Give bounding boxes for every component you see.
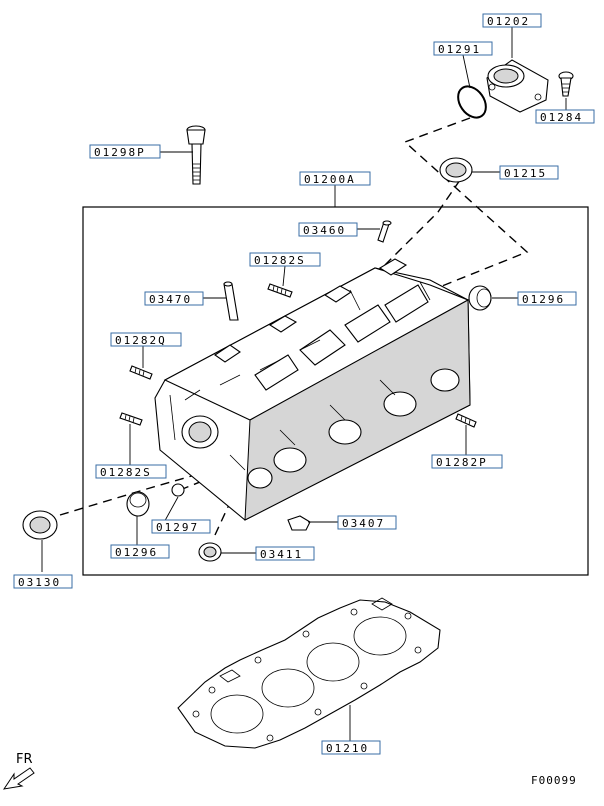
callout-text: 01282Q	[115, 334, 167, 347]
seal-03411-part	[198, 542, 222, 562]
callout-text: 01297	[156, 521, 199, 534]
callout-03407[interactable]: 03407	[337, 515, 397, 530]
callout-01210[interactable]: 01210	[321, 740, 381, 755]
callout-text: 03411	[260, 548, 303, 561]
stud-03460-part	[377, 220, 392, 243]
callout-01202[interactable]: 01202	[482, 13, 542, 28]
callout-03460[interactable]: 03460	[298, 222, 358, 237]
plug-01296-right-part	[468, 285, 492, 311]
callout-03411[interactable]: 03411	[255, 546, 315, 561]
callout-01282p[interactable]: 01282P	[431, 454, 503, 469]
callout-01296-right[interactable]: 01296	[517, 291, 577, 306]
callout-01291[interactable]: 01291	[433, 41, 493, 56]
front-marker-text: FR	[16, 752, 33, 767]
callout-text: 01296	[522, 293, 565, 306]
callout-text: 03130	[18, 576, 61, 589]
callout-text: 03470	[149, 293, 192, 306]
callout-text: 03407	[342, 517, 385, 530]
callout-01296-left[interactable]: 01296	[110, 544, 170, 559]
stud-01282s-low-part	[119, 412, 143, 426]
callout-text: 01282S	[100, 466, 152, 479]
leader-lines	[41, 27, 567, 741]
callout-01200a[interactable]: 01200A	[299, 171, 371, 186]
callout-text: 01291	[438, 43, 481, 56]
pin-01297-part	[171, 483, 185, 497]
callout-01298p[interactable]: 01298P	[89, 144, 161, 159]
callout-text: 03460	[303, 224, 346, 237]
callout-01282s-low[interactable]: 01282S	[95, 464, 167, 479]
callout-03470[interactable]: 03470	[144, 291, 204, 306]
callout-text: 01202	[487, 15, 530, 28]
front-arrow-icon	[2, 767, 35, 790]
cap-03407-part	[287, 515, 311, 531]
callout-text: 01200A	[304, 173, 356, 186]
oring-01291-part	[457, 85, 487, 119]
callout-text: 01210	[326, 742, 369, 755]
stud-01282q-part	[129, 365, 153, 380]
callout-text: 01284	[540, 111, 583, 124]
callout-03130[interactable]: 03130	[13, 574, 73, 589]
stud-01282p-part	[455, 413, 477, 428]
cap-01202-part	[486, 59, 549, 113]
assembly-frame	[82, 206, 589, 576]
callout-01284[interactable]: 01284	[535, 109, 595, 124]
cylinder-head-part	[154, 258, 471, 521]
callout-01282s-top[interactable]: 01282S	[249, 252, 321, 267]
callout-text: 01282S	[254, 254, 306, 267]
callout-text: 01282P	[436, 456, 488, 469]
bolt-01298p-part	[186, 125, 206, 185]
bolt-01284-part	[558, 71, 574, 97]
front-direction-marker: FR	[2, 752, 35, 790]
stud-01282s-top-part	[267, 283, 293, 298]
seal-01215-part	[439, 157, 473, 183]
callout-01297[interactable]: 01297	[151, 519, 211, 534]
callout-01282q[interactable]: 01282Q	[110, 332, 182, 347]
plug-01296-left-part	[126, 491, 150, 517]
pin-03470-part	[223, 281, 239, 321]
callout-01215[interactable]: 01215	[499, 165, 559, 180]
oil-seal-03130-part	[22, 510, 58, 540]
head-gasket-part	[177, 597, 441, 749]
callout-text: 01215	[504, 167, 547, 180]
figure-code: F00099	[531, 774, 577, 787]
callout-text: 01296	[115, 546, 158, 559]
callout-text: 01298P	[94, 146, 146, 159]
